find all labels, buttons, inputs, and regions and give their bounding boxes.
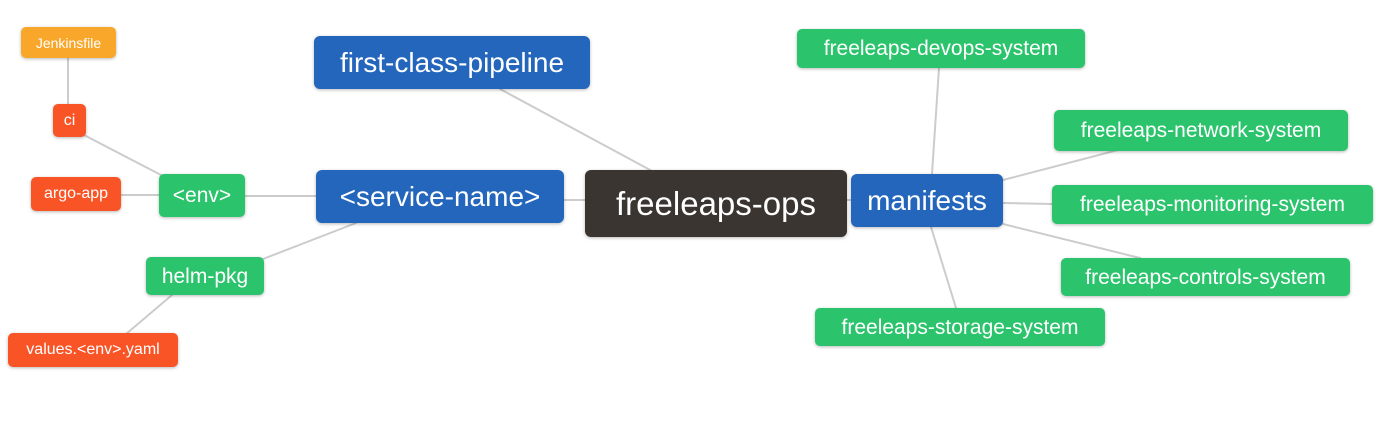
node-freeleaps-controls-system[interactable]: freeleaps-controls-system bbox=[1061, 258, 1350, 296]
edge-manifests-monitoring bbox=[1002, 202, 1053, 205]
node-service-name[interactable]: <service-name> bbox=[316, 170, 564, 223]
edge-ci-env bbox=[83, 134, 164, 177]
edge-manifests-storage bbox=[930, 226, 957, 309]
node-freeleaps-devops-system[interactable]: freeleaps-devops-system bbox=[797, 29, 1085, 68]
edge-servicename-helmpkg bbox=[262, 222, 357, 260]
node-freeleaps-storage-system[interactable]: freeleaps-storage-system bbox=[815, 308, 1105, 346]
edge-manifests-network bbox=[1002, 149, 1119, 181]
node-jenkinsfile[interactable]: Jenkinsfile bbox=[21, 27, 116, 58]
edge-pipeline-root bbox=[499, 88, 653, 172]
node-values-env-yaml[interactable]: values.<env>.yaml bbox=[8, 333, 178, 367]
node-ci[interactable]: ci bbox=[53, 104, 86, 137]
node-argo-app[interactable]: argo-app bbox=[31, 177, 121, 211]
node-helm-pkg[interactable]: helm-pkg bbox=[146, 257, 264, 295]
edge-manifests-controls bbox=[1002, 223, 1141, 259]
edge-manifests-devops bbox=[931, 67, 940, 175]
node-freeleaps-monitoring-system[interactable]: freeleaps-monitoring-system bbox=[1052, 185, 1373, 224]
node-freeleaps-ops[interactable]: freeleaps-ops bbox=[585, 170, 847, 237]
edge-helmpkg-valuesyaml bbox=[125, 294, 173, 335]
node-freeleaps-network-system[interactable]: freeleaps-network-system bbox=[1054, 110, 1348, 151]
node-manifests[interactable]: manifests bbox=[851, 174, 1003, 227]
node-env[interactable]: <env> bbox=[159, 174, 245, 217]
node-first-class-pipeline[interactable]: first-class-pipeline bbox=[314, 36, 590, 89]
